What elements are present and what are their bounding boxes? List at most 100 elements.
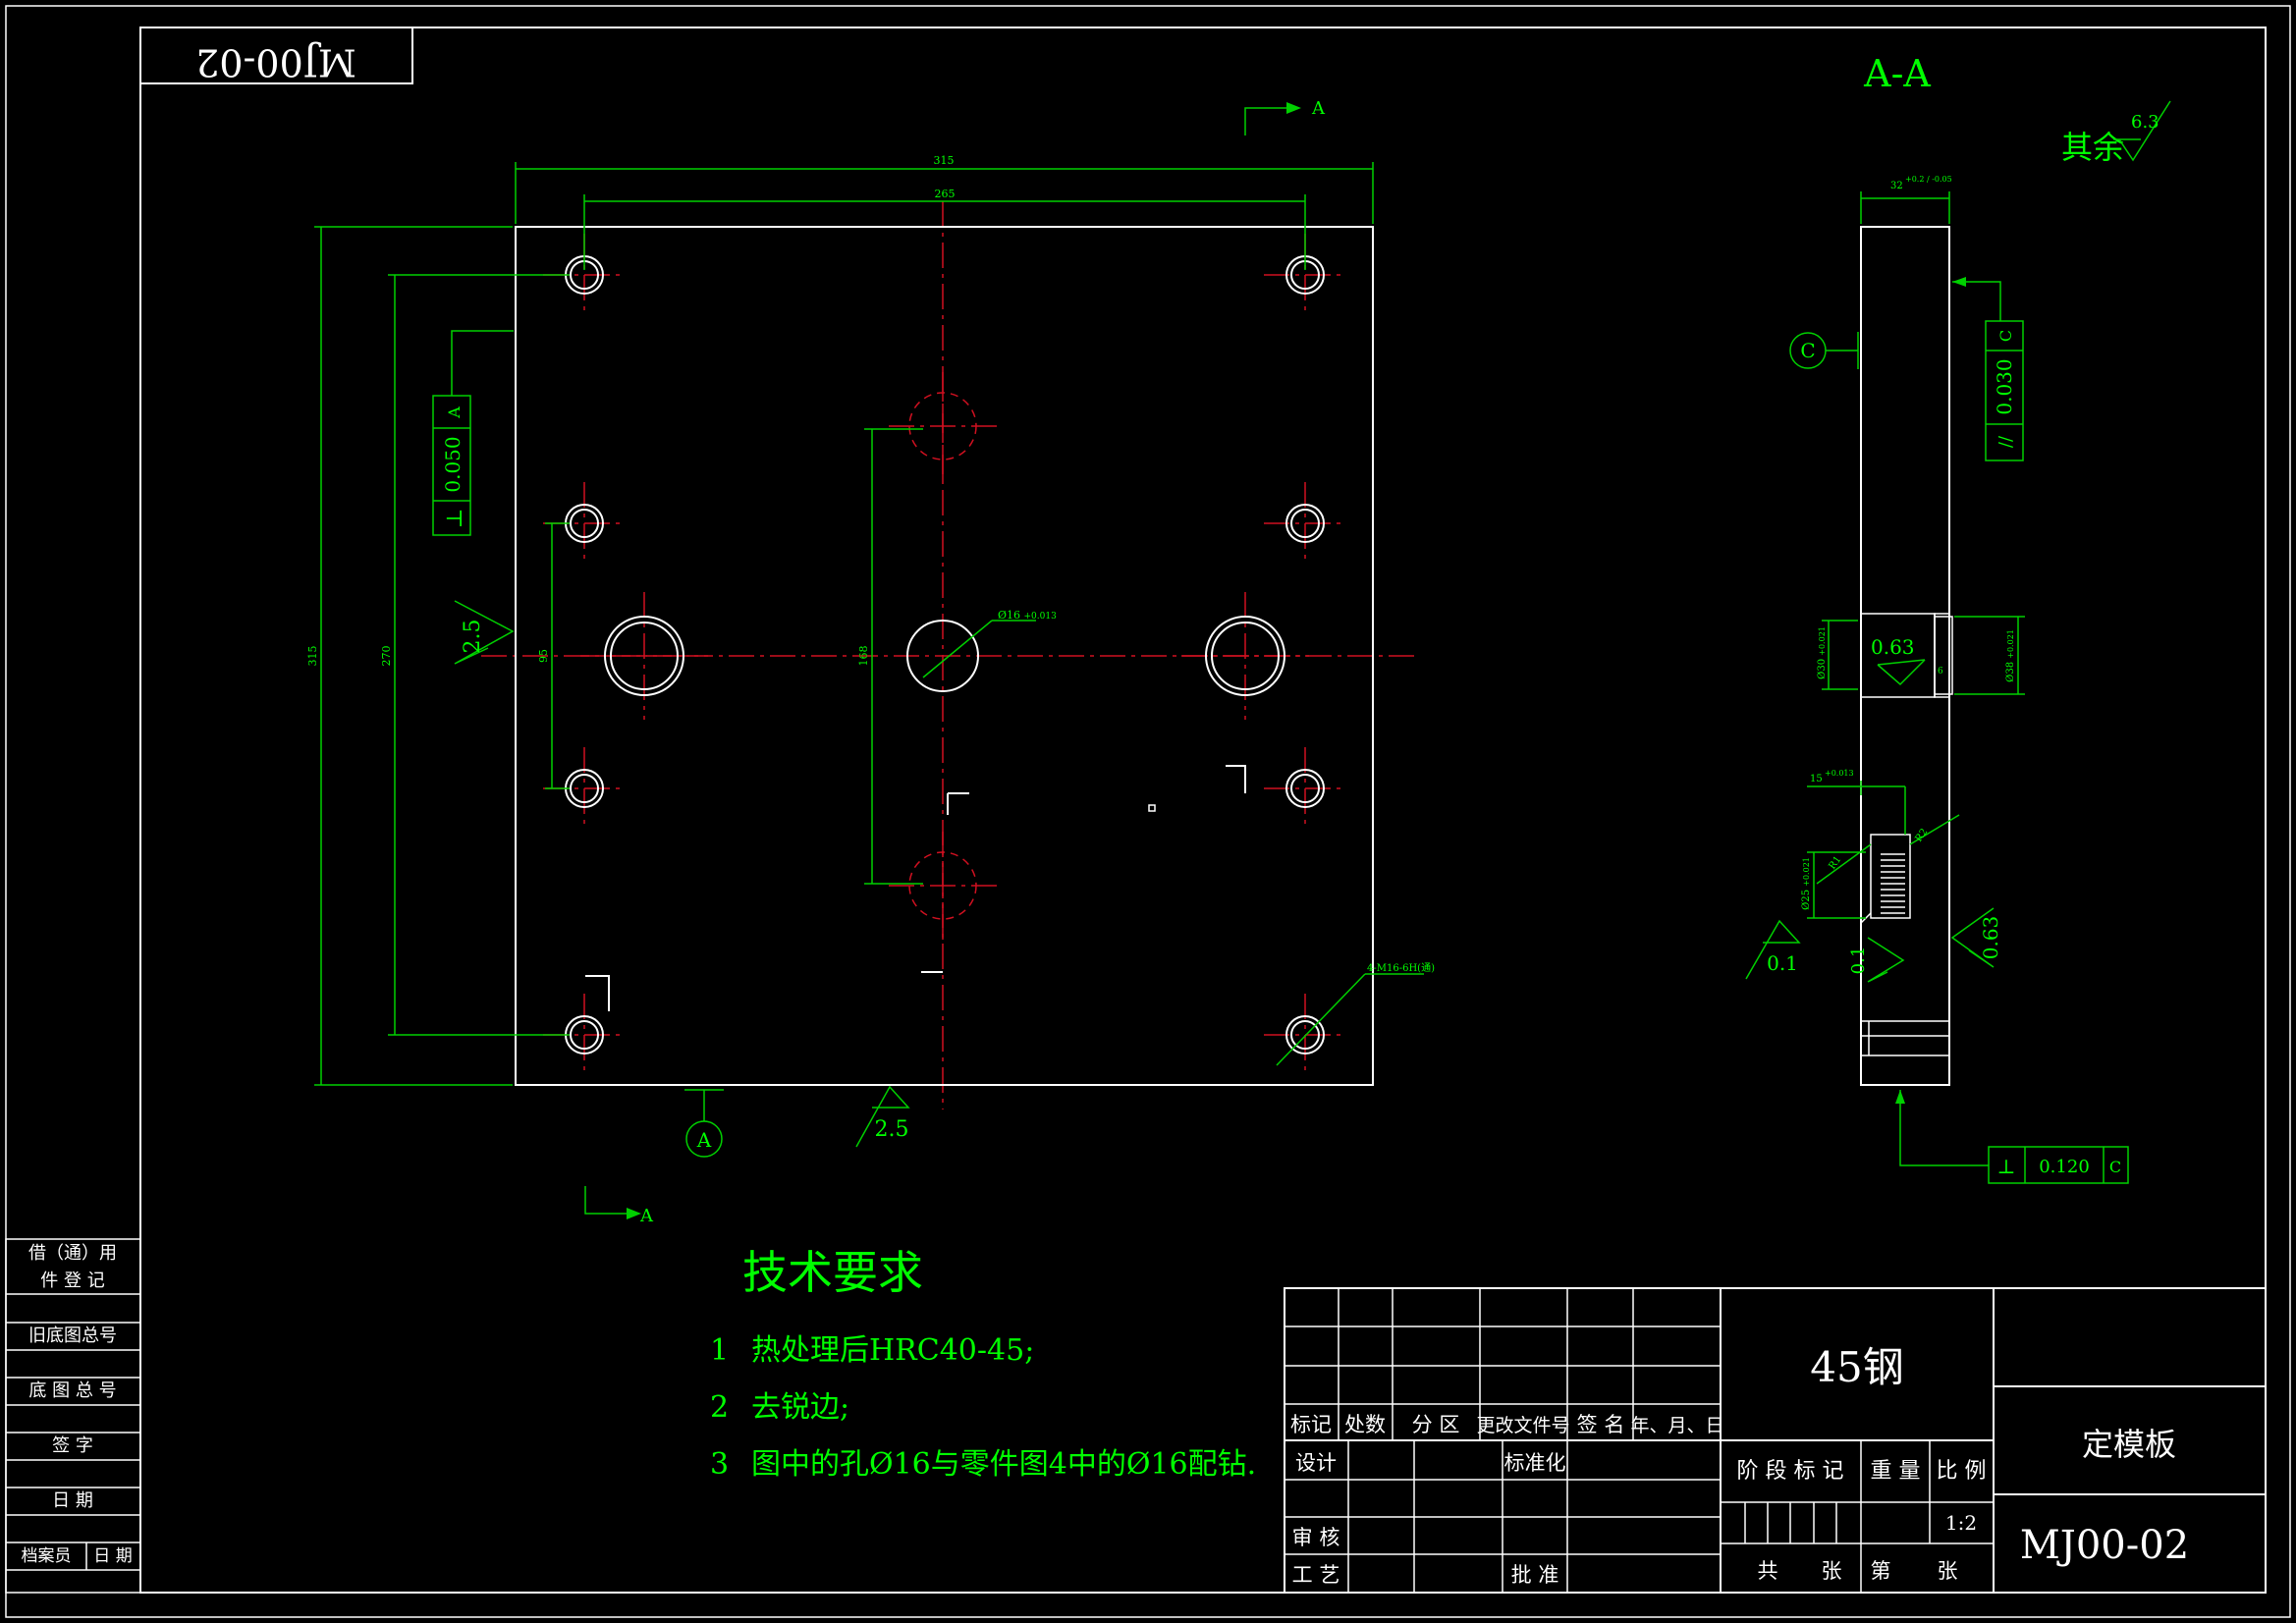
datum-a-label: A — [696, 1128, 712, 1152]
roughness-left-value: 2.5 — [461, 620, 485, 654]
section-mark — [1226, 765, 1246, 793]
title-block: 标记 处数 分 区 更改文件号 签 名 年、月、日 设计 标准化 审 核 工 艺… — [1284, 1287, 2267, 1594]
dim-inner-vertical-center: 168 — [857, 646, 870, 667]
section-dimensions: 32 +0.2 / -0.05 Ø30 +0.021 Ø38 +0.021 6 … — [1801, 175, 2025, 919]
tb-approve: 批 准 — [1511, 1563, 1559, 1587]
rotated-code-box: MJ00-02 — [139, 27, 413, 84]
tech-req-num-3: 3 — [710, 1447, 729, 1482]
roughness-bottom: 2.5 — [855, 1085, 910, 1148]
tb-drawing-number: MJ00-02 — [2020, 1523, 2189, 1568]
dim-side-bore-depth: 6 — [1938, 667, 1943, 676]
gdt-perpendicularity-bottom: ⊥ 0.120 C — [1895, 1090, 2129, 1184]
center-hole-callout: Ø16 +0.013 — [998, 609, 1057, 622]
section-mark — [947, 792, 969, 815]
datum-a-bottom: A — [684, 1089, 724, 1158]
guide-hole — [1181, 592, 1309, 720]
section-mark — [585, 975, 610, 1011]
gdt-left-symbol: ⊥ — [443, 509, 467, 529]
dim-side-bore-left: Ø30 +0.021 — [1817, 626, 1828, 679]
tb-weight: 重 量 — [1871, 1459, 1921, 1484]
gdt-parallel-datum: C — [1996, 330, 2015, 342]
guide-hole — [580, 592, 708, 720]
roughness-side-low: 0.1 — [1848, 937, 1905, 983]
tb-col-count: 处数 — [1344, 1413, 1386, 1436]
tech-req-title: 技术要求 — [742, 1246, 923, 1299]
tb-col-change-doc: 更改文件号 — [1476, 1415, 1569, 1436]
tb-review: 审 核 — [1292, 1526, 1340, 1549]
tb-sheet-unit-1: 张 — [1822, 1559, 1842, 1583]
gdt-bottom-datum: C — [2109, 1158, 2121, 1176]
roughness-side-bore-value: 0.63 — [1871, 635, 1915, 659]
left-registration-strip: 借（通）用 件 登 记 旧底图总号 底 图 总 号 签 字 日 期 档案员 日 … — [5, 1238, 141, 1594]
roughness-side-left-low: 0.1 — [1745, 919, 1801, 980]
section-arrow-top: A — [1244, 98, 1326, 135]
roughness-side-left-low-value: 0.1 — [1767, 951, 1798, 975]
datum-c: C — [1789, 332, 1859, 369]
tech-req-text-2: 去锐边; — [751, 1390, 849, 1425]
gdt-parallel-value: 0.030 — [1993, 358, 2016, 414]
section-bottom-label: A — [639, 1206, 654, 1226]
threaded-hole — [1264, 747, 1346, 830]
tb-part-name: 定模板 — [2082, 1426, 2176, 1463]
roughness-side-right: 0.63 — [1950, 907, 2002, 968]
section-arrow-bottom: A — [584, 1186, 654, 1226]
dim-small-tol: +0.013 — [1825, 769, 1854, 778]
section-top-label: A — [1311, 98, 1326, 119]
small-marker — [1148, 804, 1156, 812]
tb-design: 设计 — [1295, 1451, 1337, 1475]
section-side-view — [1860, 226, 1953, 1086]
roughness-side-right-value: 0.63 — [1979, 916, 2002, 960]
datum-c-label: C — [1800, 339, 1815, 362]
tb-material: 45钢 — [1810, 1343, 1903, 1391]
gdt-left-value: 0.050 — [441, 436, 465, 492]
strip-archive-date: 日 期 — [93, 1546, 132, 1566]
tech-req-num-2: 2 — [710, 1390, 729, 1425]
strip-register-label: 件 登 记 — [40, 1271, 104, 1291]
roughness-other-label: 其余 — [2061, 129, 2124, 166]
tb-col-signature: 签 名 — [1577, 1413, 1625, 1436]
strip-archivist: 档案员 — [22, 1546, 72, 1566]
dim-side-thickness: 32 — [1890, 181, 1903, 191]
dim-inner-vertical-small: 95 — [537, 649, 550, 663]
tb-col-date: 年、月、日 — [1630, 1415, 1723, 1436]
drawing-border — [139, 27, 2267, 1594]
dim-hole-span-x: 265 — [935, 188, 956, 200]
tb-scale: 1:2 — [1945, 1511, 1977, 1535]
rotated-drawing-code: MJ00-02 — [195, 41, 356, 84]
strip-signature: 签 字 — [52, 1435, 93, 1456]
tb-process: 工 艺 — [1292, 1563, 1340, 1587]
tb-sheet-unit-2: 张 — [1938, 1559, 1958, 1583]
hidden-hole — [889, 372, 997, 480]
plate-outline — [515, 226, 1374, 1086]
roughness-other: 其余 6.3 — [2061, 100, 2171, 166]
front-view-dimensions: 315 265 315 270 95 168 Ø16 +0.013 4-M16-… — [306, 154, 1435, 1086]
gdt-perpendicularity-left: A 0.050 ⊥ — [432, 330, 514, 536]
gdt-bottom-value: 0.120 — [2039, 1157, 2090, 1177]
hidden-hole — [889, 832, 997, 940]
strip-old-drawing-number: 旧底图总号 — [28, 1325, 117, 1346]
dim-overall-height: 315 — [306, 646, 319, 667]
gdt-parallelism: C 0.030 // — [1952, 277, 2024, 461]
strip-base-drawing-number: 底 图 总 号 — [28, 1380, 116, 1401]
gdt-parallel-symbol: // — [1995, 435, 2016, 448]
gdt-bottom-symbol: ⊥ — [1997, 1155, 2016, 1178]
roughness-side-low-value: 0.1 — [1848, 947, 1869, 975]
roughness-other-value: 6.3 — [2131, 112, 2159, 133]
threaded-hole — [1264, 482, 1346, 565]
roughness-left: 2.5 — [454, 600, 515, 665]
strip-borrow-label: 借（通）用 — [28, 1243, 117, 1264]
tb-nth: 第 — [1871, 1559, 1891, 1583]
plate-holes — [543, 234, 1346, 1076]
roughness-bottom-value: 2.5 — [875, 1117, 909, 1142]
tb-ratio: 比 例 — [1937, 1459, 1987, 1484]
tb-standardization: 标准化 — [1504, 1451, 1566, 1475]
dim-side-step: Ø25 +0.021 — [1801, 857, 1812, 910]
center-hole — [906, 620, 979, 692]
dim-radius-1: R1 — [1827, 854, 1843, 872]
technical-requirements: 技术要求 1 热处理后HRC40-45; 2 去锐边; 3 图中的孔Ø16与零件… — [710, 1246, 1256, 1482]
plate-front-view — [481, 201, 1414, 1109]
tb-col-mark: 标记 — [1290, 1413, 1332, 1436]
tech-req-text-1: 热处理后HRC40-45; — [751, 1333, 1034, 1368]
dim-side-bore-right: Ø38 +0.021 — [2005, 629, 2016, 682]
